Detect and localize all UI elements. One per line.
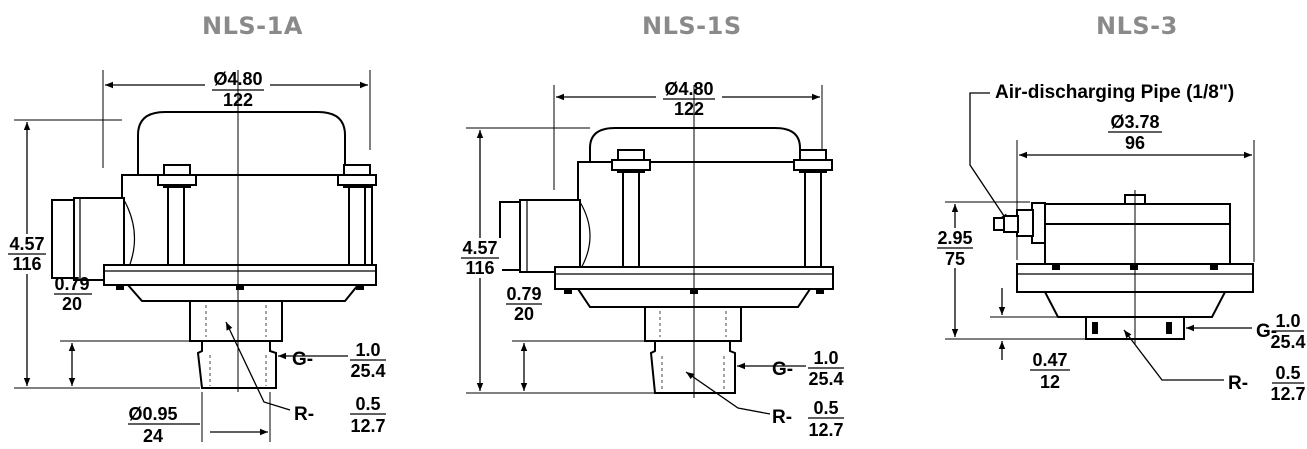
height-mm-label: 116 bbox=[465, 258, 494, 278]
g-inch-label: 1.0 bbox=[1275, 311, 1300, 331]
air-pipe-leader bbox=[969, 92, 1009, 223]
g-thread-prefix: G- bbox=[292, 349, 313, 370]
air-pipe-label: Air-discharging Pipe (1/8") bbox=[995, 82, 1234, 103]
drawing-nls-1s: NLS-1S Ø4.80 122 bbox=[458, 12, 844, 440]
r-inch-label: 0.5 bbox=[1275, 363, 1300, 383]
height-inch-label: 2.95 bbox=[937, 228, 972, 248]
r-inch-label: 0.5 bbox=[813, 398, 838, 418]
model-title-nls-1a: NLS-1A bbox=[202, 12, 303, 40]
drawing-nls-3: NLS-3 Air-discharging Pipe (1/8") Ø3.78 … bbox=[934, 12, 1306, 404]
cable-gland bbox=[519, 199, 581, 273]
height-mm-label: 116 bbox=[12, 254, 41, 274]
r-mm-label: 12.7 bbox=[808, 420, 843, 440]
base-inch-label: 0.79 bbox=[506, 284, 541, 304]
housing-body bbox=[1044, 223, 1231, 265]
nozzle-diameter-inch-label: Ø0.95 bbox=[128, 404, 177, 424]
width-mm-label: 96 bbox=[1125, 133, 1145, 153]
g-mm-label: 25.4 bbox=[808, 369, 843, 389]
r-thread-prefix: R- bbox=[1228, 373, 1248, 394]
g-inch-label: 1.0 bbox=[355, 340, 380, 360]
housing-cover bbox=[137, 111, 346, 176]
height-mm-label: 75 bbox=[945, 249, 965, 269]
gland-flange bbox=[51, 199, 75, 279]
r-thread-prefix: R- bbox=[772, 407, 792, 428]
model-title-nls-1s: NLS-1S bbox=[642, 12, 742, 40]
threaded-nozzle bbox=[649, 340, 736, 394]
base-mm-label: 20 bbox=[514, 304, 534, 324]
height-inch-label: 4.57 bbox=[462, 238, 497, 258]
housing-cover bbox=[1044, 203, 1231, 225]
threaded-nozzle bbox=[196, 340, 277, 389]
width-inch-label: Ø3.78 bbox=[1110, 112, 1159, 132]
r-thread-prefix: R- bbox=[294, 404, 314, 425]
base-flange bbox=[103, 264, 377, 286]
hex-connector bbox=[189, 300, 283, 342]
nozzle-diameter-mm-label: 24 bbox=[143, 426, 163, 446]
width-inch-label: Ø4.80 bbox=[664, 79, 713, 99]
r-mm-label: 12.7 bbox=[1270, 384, 1305, 404]
gland-flange bbox=[499, 201, 521, 271]
g-thread-prefix: G- bbox=[1256, 321, 1277, 342]
housing-body bbox=[121, 174, 373, 266]
drawing-nls-1a: NLS-1A Ø4.80 122 bbox=[5, 12, 386, 446]
base-inch-label: 0.79 bbox=[54, 274, 89, 294]
base-mm-label: 20 bbox=[62, 294, 82, 314]
r-inch-label: 0.5 bbox=[355, 394, 380, 414]
g-mm-label: 25.4 bbox=[350, 361, 385, 381]
width-mm-label: 122 bbox=[674, 99, 704, 119]
g-mm-label: 25.4 bbox=[1270, 332, 1305, 352]
hex-connector bbox=[644, 306, 742, 342]
g-inch-label: 1.0 bbox=[813, 348, 838, 368]
base-mm-label: 12 bbox=[1040, 372, 1060, 392]
g-thread-prefix: G- bbox=[772, 359, 793, 380]
model-title-nls-3: NLS-3 bbox=[1096, 12, 1178, 40]
housing-body bbox=[577, 161, 819, 268]
height-inch-label: 4.57 bbox=[9, 234, 44, 254]
base-inch-label: 0.47 bbox=[1032, 350, 1067, 370]
r-mm-label: 12.7 bbox=[350, 416, 385, 436]
